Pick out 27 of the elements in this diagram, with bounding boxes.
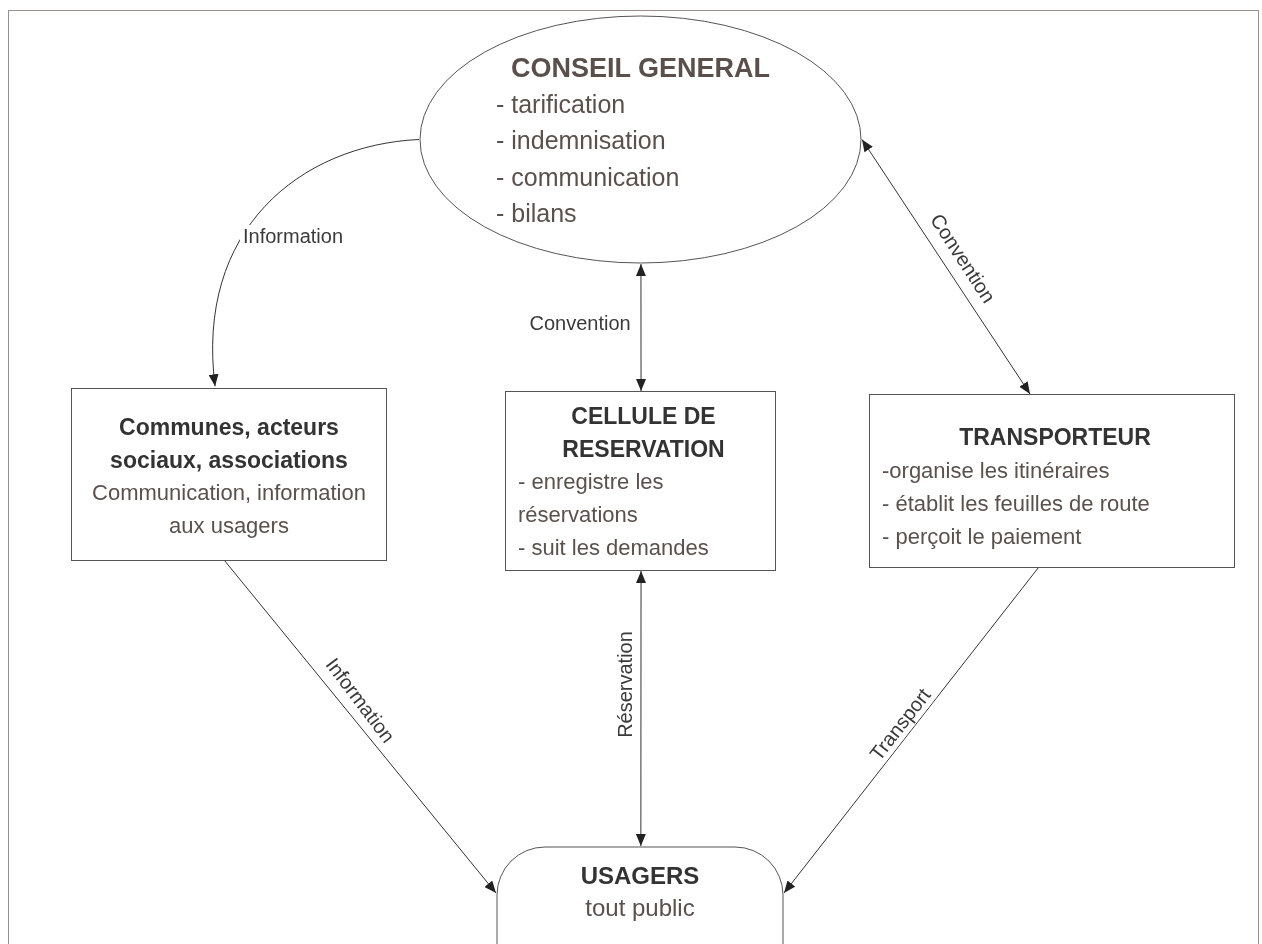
node-description: - enregistre les réservations	[518, 468, 665, 530]
node-heading: USAGERS	[579, 861, 701, 891]
node-description: - communication	[496, 161, 681, 193]
process-box	[71, 388, 387, 561]
node-description: - établit les feuilles de route	[882, 489, 1151, 518]
arrow	[224, 560, 497, 894]
node-heading: CONSEIL GENERAL	[510, 52, 771, 85]
ellipse-node	[419, 15, 862, 264]
node-description: - tarification	[496, 89, 627, 121]
arrow	[209, 139, 420, 387]
arrow	[783, 567, 1039, 894]
arrow	[861, 139, 1031, 395]
node-description: - bilans	[496, 197, 578, 229]
node-heading: Communes, acteurs sociaux, associations	[109, 413, 349, 475]
process-box	[869, 394, 1235, 568]
node-description: tout public	[584, 893, 696, 924]
node-description: - indemnisation	[496, 125, 667, 157]
node-description: Communication, information aux usagers	[91, 479, 367, 541]
arrow	[635, 263, 647, 392]
node-heading: CELLULE DE RESERVATION	[561, 402, 726, 464]
node-description: - perçoit le paiement	[882, 522, 1083, 551]
rounded-node	[496, 846, 784, 944]
process-box	[505, 391, 776, 571]
node-description: - suit les demandes	[518, 534, 710, 563]
arrow	[635, 570, 647, 847]
node-description: -organise les itinéraires	[882, 456, 1111, 485]
node-heading: TRANSPORTEUR	[958, 423, 1152, 452]
